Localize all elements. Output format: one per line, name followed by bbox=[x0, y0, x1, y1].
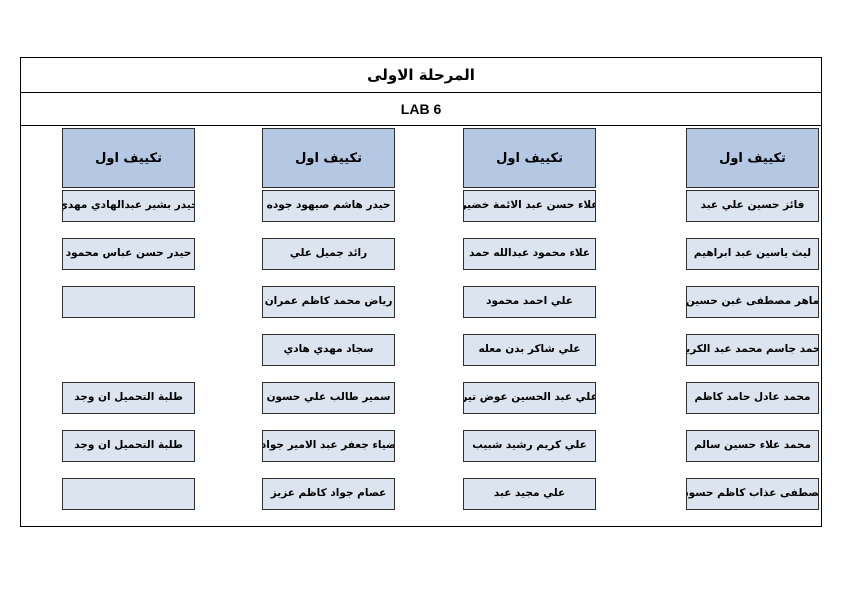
table-row-empty bbox=[62, 478, 196, 510]
column-header-1: تكييف اول bbox=[686, 128, 819, 188]
column-header-label: تكييف اول bbox=[295, 150, 362, 166]
student-name: علاء حسن عبد الائمة خضير bbox=[463, 199, 597, 212]
table-row: مصطفى عذاب كاظم حسون bbox=[686, 478, 819, 510]
table-row: رياض محمد كاظم عمران bbox=[262, 286, 396, 318]
table-title-row: المرحلة الاولى bbox=[21, 58, 821, 93]
table-row: رائد جميل علي bbox=[262, 238, 396, 270]
table-row: حيدر هاشم صيهود جوده bbox=[262, 190, 396, 222]
table-lab-row: LAB 6 bbox=[21, 93, 821, 126]
roster-columns: تكييف اول فائز حسين علي عبد ليث ياسين عب… bbox=[21, 126, 821, 526]
table-row: حيدر بشير عبدالهادي مهدي bbox=[62, 190, 196, 222]
student-name: ليث ياسين عبد ابراهيم bbox=[693, 247, 812, 260]
student-name: علي شاكر بدن معله bbox=[478, 343, 581, 356]
student-name: سجاد مهدي هادي bbox=[283, 343, 374, 356]
table-row: طلبة التحميل ان وجد bbox=[62, 382, 196, 414]
student-name: رائد جميل علي bbox=[289, 247, 368, 260]
student-name: محمد علاء حسين سالم bbox=[693, 439, 812, 452]
student-name: طلبة التحميل ان وجد bbox=[74, 391, 183, 404]
table-row: علاء حسن عبد الائمة خضير bbox=[463, 190, 597, 222]
student-name: حيدر بشير عبدالهادي مهدي bbox=[62, 199, 196, 212]
table-row: محمد علاء حسين سالم bbox=[686, 430, 819, 462]
lab-label: LAB 6 bbox=[400, 101, 442, 117]
student-name: طلبة التحميل ان وجد bbox=[74, 439, 183, 452]
student-name: حيدر حسن عباس محمود bbox=[65, 247, 192, 260]
roster-column-3: تكييف اول حيدر هاشم صيهود جوده رائد جميل… bbox=[221, 126, 421, 526]
table-row: حيدر حسن عباس محمود bbox=[62, 238, 196, 270]
column-header-2: تكييف اول bbox=[463, 128, 597, 188]
page-title: المرحلة الاولى bbox=[367, 65, 475, 84]
column-header-3: تكييف اول bbox=[262, 128, 396, 188]
table-row: فائز حسين علي عبد bbox=[686, 190, 819, 222]
table-row: علي شاكر بدن معله bbox=[463, 334, 597, 366]
roster-column-4: تكييف اول حيدر بشير عبدالهادي مهدي حيدر … bbox=[21, 126, 221, 526]
roster-column-2: تكييف اول علاء حسن عبد الائمة خضير علاء … bbox=[421, 126, 621, 526]
table-row: ضياء جعفر عبد الامير جواد bbox=[262, 430, 396, 462]
student-name: علي عبد الحسين عوض تير bbox=[463, 391, 597, 404]
table-row: سجاد مهدي هادي bbox=[262, 334, 396, 366]
student-name: حيدر هاشم صيهود جوده bbox=[266, 199, 391, 212]
student-name: علي كريم رشيد شبيب bbox=[472, 439, 587, 452]
roster-table: المرحلة الاولى LAB 6 تكييف اول فائز حسين… bbox=[20, 57, 822, 527]
table-row: سمير طالب علي حسون bbox=[262, 382, 396, 414]
student-name: علي مجيد عبد bbox=[493, 487, 566, 500]
table-row: عصام جواد كاظم عزيز bbox=[262, 478, 396, 510]
student-name: مصطفى عذاب كاظم حسون bbox=[686, 487, 819, 500]
table-row: طلبة التحميل ان وجد bbox=[62, 430, 196, 462]
table-row: علي احمد محمود bbox=[463, 286, 597, 318]
table-row: علي عبد الحسين عوض تير bbox=[463, 382, 597, 414]
roster-column-1: تكييف اول فائز حسين علي عبد ليث ياسين عب… bbox=[621, 126, 821, 526]
student-name: ماهر مصطفى غبن حسين bbox=[686, 295, 819, 308]
table-row: ماهر مصطفى غبن حسين bbox=[686, 286, 819, 318]
student-name: عصام جواد كاظم عزيز bbox=[270, 487, 387, 500]
table-row: ليث ياسين عبد ابراهيم bbox=[686, 238, 819, 270]
student-name: علي احمد محمود bbox=[486, 295, 573, 308]
student-name: سمير طالب علي حسون bbox=[266, 391, 391, 404]
student-name: ضياء جعفر عبد الامير جواد bbox=[262, 439, 396, 452]
column-header-label: تكييف اول bbox=[496, 150, 563, 166]
table-row: محمد عادل حامد كاظم bbox=[686, 382, 819, 414]
table-row-empty bbox=[62, 286, 196, 318]
student-name: فائز حسين علي عبد bbox=[700, 199, 805, 212]
table-row: علي كريم رشيد شبيب bbox=[463, 430, 597, 462]
student-name: رياض محمد كاظم عمران bbox=[264, 295, 393, 308]
column-header-label: تكييف اول bbox=[719, 150, 786, 166]
table-row-spacer bbox=[62, 334, 195, 366]
table-row: علي مجيد عبد bbox=[463, 478, 597, 510]
table-row: علاء محمود عبدالله حمد bbox=[463, 238, 597, 270]
student-name: محمد عادل حامد كاظم bbox=[694, 391, 811, 404]
column-header-label: تكييف اول bbox=[95, 150, 162, 166]
column-header-4: تكييف اول bbox=[62, 128, 196, 188]
student-name: علاء محمود عبدالله حمد bbox=[469, 247, 591, 260]
